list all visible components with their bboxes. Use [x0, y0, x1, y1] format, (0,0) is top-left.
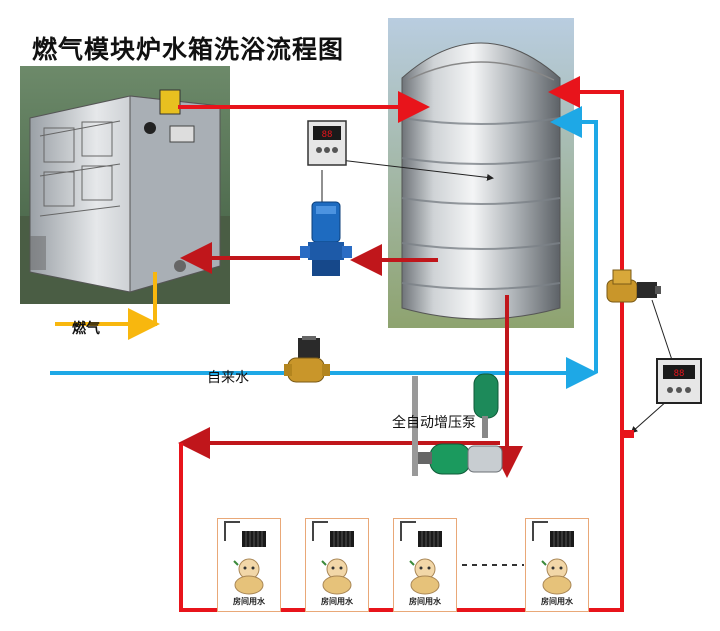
shower-pipe-icon [400, 521, 416, 541]
shower-pipe-icon [532, 521, 548, 541]
room-unit-1: 房间用水 [217, 518, 281, 612]
room-label: 房间用水 [409, 597, 441, 606]
room-label: 房间用水 [321, 597, 353, 606]
temperature-controller-icon: 88 [307, 120, 347, 166]
shower-head-icon [242, 531, 266, 547]
svg-text:88: 88 [322, 130, 333, 140]
booster-pump-label: 全自动增压泵 [392, 415, 476, 431]
solenoid-valve-return-icon [606, 269, 661, 303]
circulation-pump-icon [300, 201, 352, 276]
room-label: 房间用水 [233, 597, 265, 606]
bather-figure-icon [409, 558, 440, 595]
booster-pump-icon [412, 373, 503, 476]
tap-water-label: 自来水 [207, 370, 249, 386]
room-unit-4: 房间用水 [525, 518, 589, 612]
temperature-controller-right-icon: 88 [656, 358, 702, 404]
solenoid-valve-tap-icon [284, 336, 330, 383]
bather-figure-icon [321, 558, 352, 595]
ellipsis-more-rooms [462, 564, 524, 566]
diagram-title: 燃气模块炉水箱洗浴流程图 [32, 35, 345, 64]
room-label: 房间用水 [541, 597, 573, 606]
room-loop-pipe [179, 76, 624, 612]
bather-figure-icon [233, 558, 264, 595]
room-unit-3: 房间用水 [393, 518, 457, 612]
bather-figure-icon [541, 558, 572, 595]
shower-head-icon [550, 531, 574, 547]
shower-pipe-icon [312, 521, 328, 541]
shower-head-icon [330, 531, 354, 547]
gas-pipe [55, 272, 157, 326]
room-unit-2: 房间用水 [305, 518, 369, 612]
stainless-water-tank [388, 18, 574, 328]
shower-head-icon [418, 531, 442, 547]
cold-water-riser [550, 106, 598, 373]
gas-label: 燃气 [72, 321, 100, 337]
shower-pipe-icon [224, 521, 240, 541]
svg-text:88: 88 [674, 369, 685, 379]
